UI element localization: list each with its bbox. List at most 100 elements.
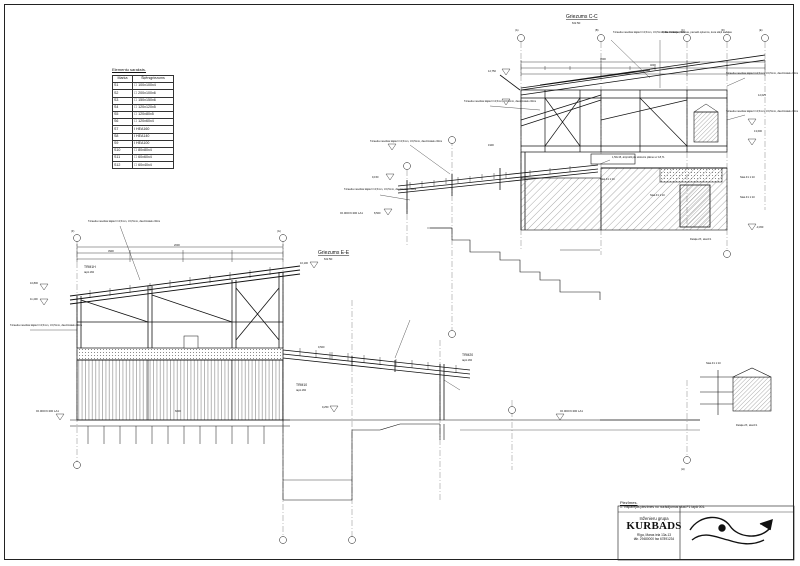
section-title-e: Griezums E-E xyxy=(318,250,350,256)
truss-label-h1-sub: tapš.184 xyxy=(84,270,95,274)
row-profile: ☐ 120x60x4 xyxy=(131,118,175,127)
section-e-e xyxy=(30,225,772,544)
axis-bubbles-e xyxy=(73,234,691,544)
col-mark: Marka xyxy=(112,74,133,84)
notes-item-1: 1. Vispārējās piezīmes no norādījumus sk… xyxy=(620,505,706,509)
col-profile: Šķērsgriezums xyxy=(131,74,175,84)
row-profile: Ⅰ HEA160 xyxy=(131,125,175,134)
detail-c: Skat.F1 1:10 xyxy=(740,175,755,179)
detail-f: Skat.F1 1:10 xyxy=(650,193,665,197)
dim-5: 6000 xyxy=(175,409,181,413)
canopy-e xyxy=(282,349,471,420)
elev-10: -0,450 xyxy=(756,225,764,229)
truss-label-10: TRM10 xyxy=(296,383,307,387)
roof-e xyxy=(69,265,301,305)
element-table: Marka Šķērsgriezums S1☐ 100x100x4 S2☐ 20… xyxy=(112,74,175,170)
table-row: S6☐ 120x60x4 xyxy=(112,118,175,127)
elev-6: 13,600 xyxy=(754,129,762,133)
note-roof-3: Tērauda nesošās kājās h=4,5mm, t=0,5mm, … xyxy=(370,139,443,143)
note-roof-7: Tērauda nesošās kājās h=4,5mm, t=0,5mm, … xyxy=(88,219,161,223)
roof-ticks-e xyxy=(89,267,271,298)
detail-a: Detaļa 2X, skat.F1 xyxy=(690,237,712,241)
company-address: Rīga, Maras iela 13a-13 xyxy=(636,532,672,537)
canopy-ticks-e xyxy=(299,348,457,373)
note-wall: Mīkla izolācijas, ciltīnas, pamatīt oplu… xyxy=(662,30,732,34)
detail-g: Skat.F1 1:10 xyxy=(600,177,615,181)
row-mark: S4 xyxy=(112,103,133,112)
row-mark: S8 xyxy=(112,132,133,141)
row-profile: ☐ 150x150x6 xyxy=(131,96,175,105)
row-mark: S9 xyxy=(112,139,133,148)
table-row: S2☐ 200x100x6 xyxy=(112,89,175,98)
level-left: ±0.000=9.300 LA1 xyxy=(36,409,59,413)
dim-chain-top-e xyxy=(76,244,284,262)
elev-11: 11,400 xyxy=(30,297,38,301)
sheet-text: Griezums C-C M1:50 Griezums E-E M1:50 Tē… xyxy=(10,14,799,471)
dim-4: 4000 xyxy=(650,63,656,67)
axis-label-c: (C) xyxy=(681,28,685,32)
section-title-c: Griezums C-C xyxy=(566,14,598,20)
table-row: S3☐ 150x150x6 xyxy=(112,96,175,105)
axis-label-h: (H) xyxy=(681,467,685,471)
note-roof-1: Tērauda nesošās kājās h=4,5mm, t=0,5mm, … xyxy=(613,30,686,34)
row-profile: ☐ 120x120x5 xyxy=(131,103,175,112)
row-profile: ☐ 60x60x4 xyxy=(131,154,175,163)
company-block: Inženieru grupa KURBADS Rīga, Maras iela… xyxy=(626,516,682,541)
dim-3: 3000 xyxy=(600,57,606,61)
axis-label-g: (G) xyxy=(277,229,281,233)
row-mark: S12 xyxy=(112,161,133,170)
table-row: S4☐ 120x120x5 xyxy=(112,103,175,112)
note-roof-2: Tērauda nesošās kājās h=4,5mm, t=0,5mm, … xyxy=(464,99,537,103)
row-profile: ☐ 60x40x4 xyxy=(131,161,175,170)
element-list: Elementu saraksts. Marka Šķērsgriezums S… xyxy=(112,68,175,170)
slab-band-e xyxy=(76,347,284,361)
detail-d: Skat.F1 1:10 xyxy=(740,195,755,199)
truss-box-c xyxy=(520,89,728,153)
piles-e xyxy=(70,419,290,444)
row-mark: S1 xyxy=(112,82,133,91)
table-row: S1☐ 100x100x4 xyxy=(112,82,175,91)
company-phone: tālr. 29480000 fax 67891234 xyxy=(633,536,675,541)
frame-e xyxy=(76,272,284,348)
elev-2: 10,800 xyxy=(30,281,38,285)
row-mark: S5 xyxy=(112,110,133,120)
truss-label-20: TRM20 xyxy=(462,353,473,357)
leaders-c xyxy=(379,39,746,201)
roof-upper-c xyxy=(499,54,766,96)
row-mark: S7 xyxy=(112,125,133,134)
row-profile: Ⅰ HEA100 xyxy=(131,139,175,148)
detail-e: Skat.F1 1:10 xyxy=(706,361,721,365)
axis-label-f: (F) xyxy=(71,229,74,233)
elev-5: 9,500 xyxy=(318,345,325,349)
note-slab: 1,50x15, ātrprofili ple sloksnīs plātne … xyxy=(612,155,665,159)
elev-9: 9,250 xyxy=(322,405,329,409)
row-mark: S10 xyxy=(112,146,133,156)
row-profile: ☐ 100x100x4 xyxy=(131,82,175,91)
row-profile: ☐ 120x80x5 xyxy=(131,110,175,120)
axis-label-b: (B) xyxy=(595,28,599,32)
axis-label-e: (E) xyxy=(759,28,763,32)
note-roof-8: Tērauda nesošās kājās h=4,5mm, t=0,5mm, … xyxy=(10,323,83,327)
truss-label-20-sub: tapš.184 xyxy=(462,358,473,362)
insulation-block-c xyxy=(693,111,719,143)
detail-box-e xyxy=(700,367,772,415)
truss-label-h1: TRM1H xyxy=(84,265,96,269)
table-row: S10☐ 80x80x4 xyxy=(112,146,175,156)
detail-b: Detaļa 2X, skat.F1 xyxy=(736,423,758,427)
dim-6: 1900 xyxy=(488,143,494,147)
general-notes: Piezīmes. 1. Vispārējās piezīmes no norā… xyxy=(620,500,705,509)
elev-3: 12,750 xyxy=(488,69,496,73)
note-roof-4: Tērauda nesošās kājās h=4,5mm, t=0,5mm, … xyxy=(344,187,417,191)
dim-1: 2000 xyxy=(174,243,180,247)
row-mark: S6 xyxy=(112,118,133,127)
elev-8: 8,500 xyxy=(374,211,381,215)
section-scale-e: M1:50 xyxy=(324,257,333,261)
company-line1: Inženieru grupa xyxy=(639,516,669,521)
element-table-header: Marka Šķērsgriezums xyxy=(112,74,175,84)
level-right: ±0.000=9.300 LA1 xyxy=(560,409,583,413)
table-row: S11☐ 60x60x4 xyxy=(112,154,175,163)
elev-4: 9,150 xyxy=(372,175,379,179)
section-c-c xyxy=(379,34,769,338)
